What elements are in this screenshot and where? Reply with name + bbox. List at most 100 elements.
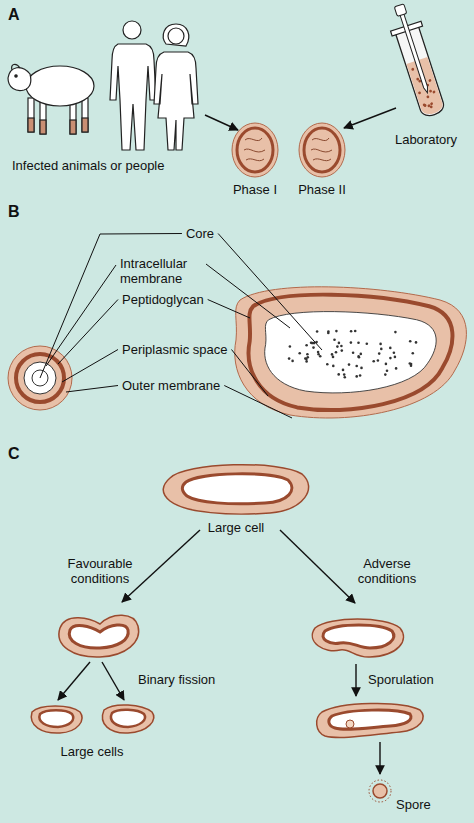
dna-dot [289,345,292,348]
bacteria-dot [428,79,432,83]
dna-dot [389,347,392,350]
dna-dot [359,374,362,377]
dna-dot [306,353,309,356]
dna-dot [332,356,335,359]
dna-dot [291,360,294,363]
leader-line [66,386,118,393]
dna-dot [305,360,308,363]
dna-dot [395,367,398,370]
dna-dot [386,370,389,373]
bacteria-dot [416,77,420,81]
dna-dot [384,373,387,376]
dna-dot [360,353,363,356]
dna-dot [310,341,313,344]
dna-dot [343,373,346,376]
panel-letter: A [8,6,20,24]
dna-dot [355,365,358,368]
dna-dot [378,352,381,355]
label: Infected animals or people [12,158,164,173]
leader-line [62,350,118,383]
label: Adverse conditions [345,556,429,586]
dna-dot [385,363,388,366]
dna-dot [380,348,383,351]
man-silhouette [110,21,156,150]
bacteria-dot [426,95,430,99]
dna-dot [357,341,360,344]
dna-dot [344,376,347,379]
bacteria-dot [423,104,427,108]
dna-dot [337,373,340,376]
label: Binary fission [138,672,215,687]
bacteria-dot [430,102,434,106]
label: Large cells [61,744,124,759]
bacteria-dot [418,91,422,95]
dna-dot [307,356,310,359]
dna-dot [377,359,380,362]
arrow [205,108,396,130]
dna-dot [360,367,363,370]
spore [369,780,391,802]
dna-dot [316,330,319,333]
sporulating-cell [317,703,423,737]
bacteria-dot [422,103,426,107]
dna-dot [412,352,415,355]
label: Laboratory [395,132,457,147]
leader-line [206,264,290,328]
leader-line [224,386,292,419]
dna-dot [409,340,412,343]
dna-dot [342,369,345,372]
bacteria-dot [429,89,433,93]
dna-dot [357,355,360,358]
cell-longitudinal-section [235,287,467,418]
dna-dot [305,344,308,347]
bacteria-dot [411,68,415,72]
dna-dot [335,330,338,333]
arrow [58,530,380,774]
woman-silhouette [154,24,198,150]
bacteria-dot [429,105,433,109]
dna-dot [354,330,357,333]
panel-letter: B [8,203,20,221]
dna-dot [350,341,353,344]
label: Spore [396,797,431,812]
dna-dot [350,330,353,333]
dna-dot [333,339,336,342]
dna-dot [327,330,330,333]
cell [163,465,308,514]
leader-line [232,350,269,397]
label: Favourable conditions [58,556,142,586]
dna-dot [352,351,355,354]
cell [59,615,139,657]
test-tube [384,0,450,119]
dna-dot [389,357,392,360]
dna-dot [317,353,320,356]
bacteria-dot [432,90,436,94]
phase-cell [232,123,345,177]
dna-dot [410,365,413,368]
dna-dot [340,345,343,348]
leader-line [46,265,116,366]
dna-dot [326,363,329,366]
panel-letter: C [8,445,20,463]
dna-dot [338,342,341,345]
leader-line [208,300,250,319]
dna-dot [288,357,291,360]
label: Phase I [233,182,277,197]
dna-dot [341,349,344,352]
sheep [8,64,94,134]
label: Core [186,226,214,241]
dna-dot [372,360,375,363]
dna-dot [394,331,397,334]
dna-dot [348,363,351,366]
cell [312,619,403,657]
dna-dot [317,351,320,354]
dna-dot [311,342,314,345]
label: Periplasmic space [122,342,228,357]
cell [31,705,153,733]
label: Intracellular membrane [120,256,202,286]
dna-dot [393,351,396,354]
label: Sporulation [368,672,434,687]
